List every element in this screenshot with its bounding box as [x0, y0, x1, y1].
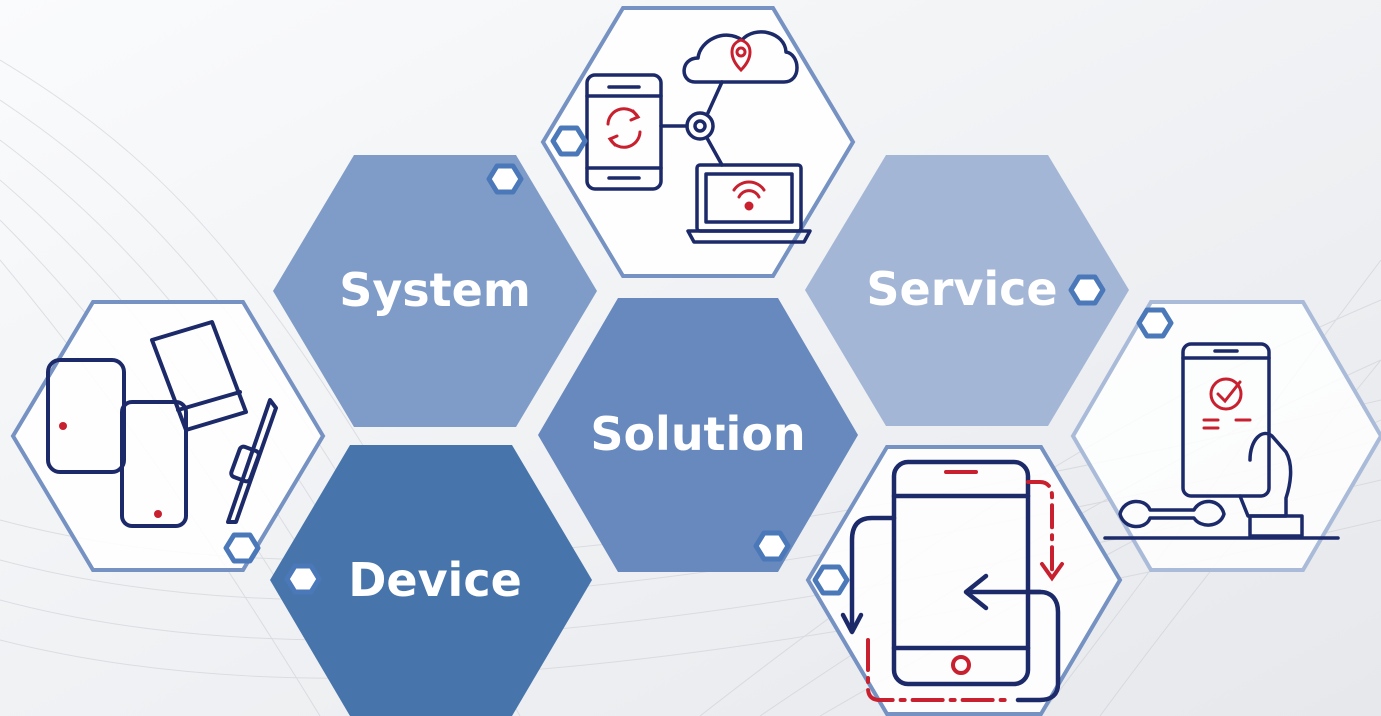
badge-devices [223, 532, 261, 564]
hexagon-service-shape [805, 155, 1129, 426]
hexagon-system-shape [273, 155, 597, 427]
hexagon-sync-outline [805, 445, 1123, 716]
hexagon-service[interactable]: Service [805, 155, 1129, 426]
badge-markers [223, 125, 1174, 596]
badge-maintenance [1136, 307, 1174, 339]
cloud-phone-laptop-icon-accents [606, 38, 766, 211]
tablet-check-wrench-icon [1103, 342, 1340, 540]
hexagon-system[interactable]: System [273, 155, 597, 427]
hexagon-solution-label: Solution [590, 407, 805, 461]
hexagon-system-label: System [339, 263, 531, 317]
hexagon-solution-shape [538, 298, 858, 572]
badge-connectivity [550, 125, 588, 157]
phone-sync-arrows-icon [840, 459, 1061, 703]
badge-solution [753, 530, 791, 562]
badge-system [486, 163, 524, 195]
hexagon-devices-outline [10, 300, 326, 572]
phone-sync-arrows-icon-accents [866, 470, 1064, 702]
handheld-devices-icon [46, 320, 278, 528]
hexagon-device-shape [270, 445, 592, 716]
tablet-check-wrench-icon-accents [1202, 377, 1252, 430]
hexagon-solution[interactable]: Solution [538, 298, 858, 572]
badge-service [1068, 274, 1106, 306]
badge-device [284, 563, 322, 595]
hexagon-device-label: Device [348, 553, 522, 607]
cloud-phone-laptop-icon [585, 30, 812, 244]
badge-sync [812, 564, 850, 596]
handheld-devices-icon-accents [59, 422, 162, 518]
hexagon-device[interactable]: Device [270, 445, 592, 716]
hexagon-service-label: Service [866, 262, 1057, 316]
hexagon-maintenance-outline [1070, 300, 1381, 572]
